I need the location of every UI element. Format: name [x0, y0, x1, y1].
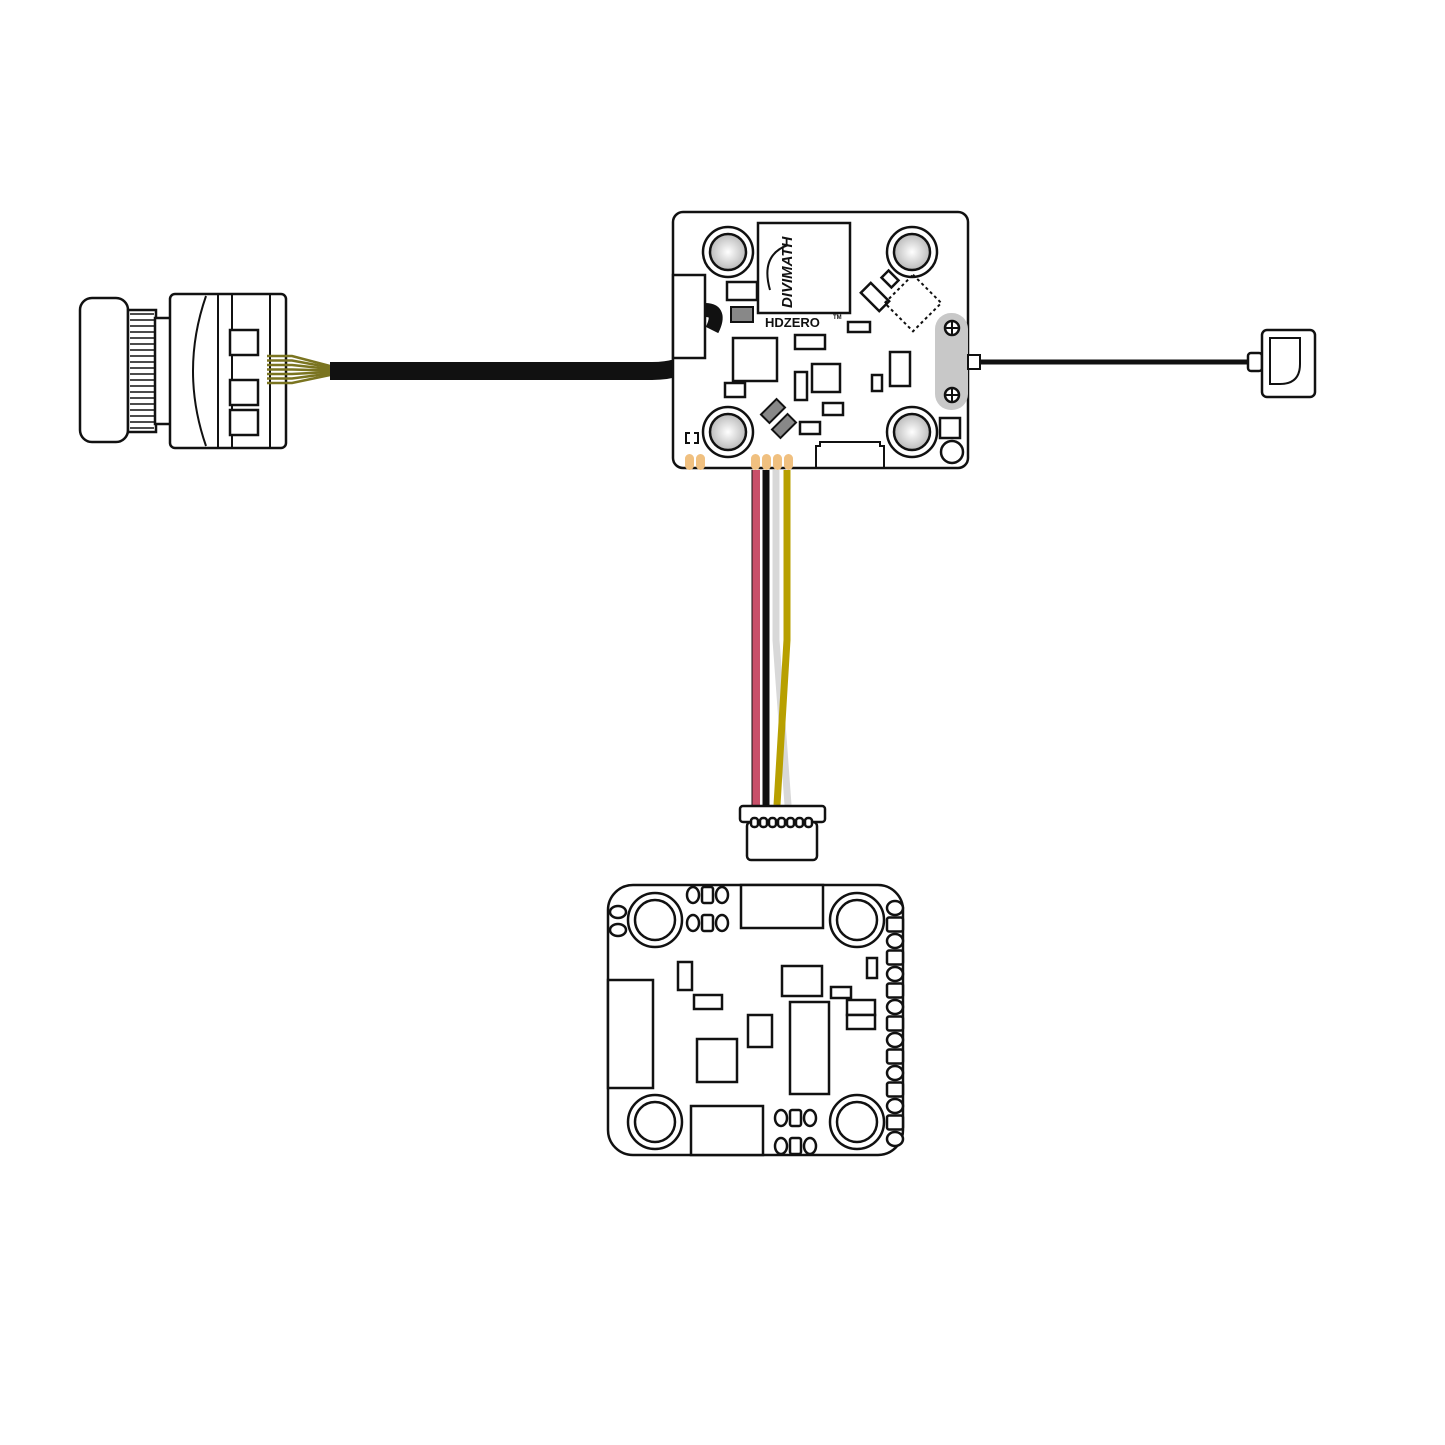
camera-connector — [671, 273, 707, 360]
ribbon-wire — [267, 354, 331, 368]
antenna — [967, 328, 1317, 399]
ribbon-wire — [267, 363, 331, 371]
camera-knurl — [130, 313, 154, 429]
ribbon-wire — [267, 359, 331, 369]
solder-pads — [685, 454, 793, 470]
fc-cable — [751, 470, 792, 806]
ribbon-wire — [267, 370, 331, 376]
wire-white — [772, 470, 792, 806]
fc-connector-socket — [815, 441, 885, 468]
screw-icon — [943, 319, 961, 337]
camera-ribbon-wires — [267, 354, 331, 385]
camera-cable — [330, 309, 721, 380]
ribbon-wire — [267, 372, 331, 380]
wire-yellow — [773, 470, 791, 806]
vtx-board: DIVIMATH HDZERO TM — [671, 210, 970, 470]
antenna-connector — [1260, 328, 1317, 399]
antenna-slot — [935, 313, 968, 410]
rf-shield — [756, 221, 852, 315]
camera-pad — [228, 408, 260, 437]
chip — [731, 336, 779, 383]
ribbon-wire — [267, 368, 331, 372]
camera-lens-cap — [78, 296, 130, 444]
camera-body — [168, 292, 288, 450]
flight-controller — [606, 883, 905, 1157]
camera-rim — [153, 316, 173, 426]
camera-pad — [228, 328, 260, 357]
hdzero-logo: HDZERO — [765, 315, 820, 330]
trademark: TM — [833, 315, 842, 321]
chip — [810, 362, 842, 394]
camera-pad — [228, 378, 260, 407]
smiley-icon — [939, 439, 965, 465]
screw-icon — [943, 386, 961, 404]
ribbon-wire — [267, 373, 331, 385]
divimath-logo: DIVIMATH — [779, 235, 796, 308]
camera-focus-ring — [126, 308, 158, 434]
camera — [78, 292, 331, 450]
fc-plug — [738, 804, 827, 862]
